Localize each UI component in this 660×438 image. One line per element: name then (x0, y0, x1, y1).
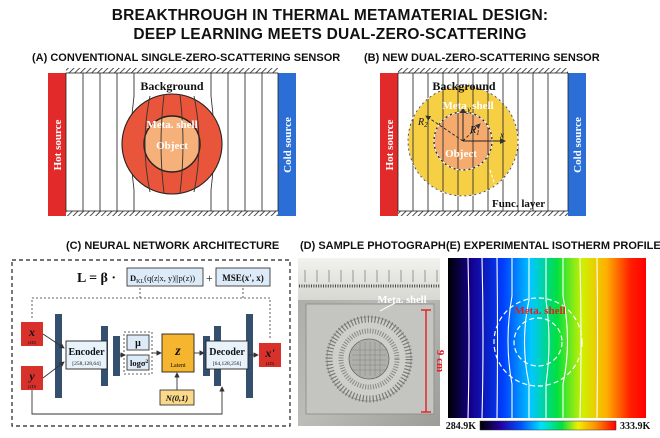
mu-box (126, 334, 150, 351)
decoder-label: Decoder (209, 347, 245, 358)
background-label-a: Background (140, 79, 203, 93)
hot-source-label-b: Hot source (384, 119, 396, 170)
scale-label: 9 cm (434, 350, 446, 372)
ruler (298, 258, 440, 300)
latent-z: z (174, 344, 181, 359)
thermal-image (448, 258, 646, 418)
decoder-dims: [64,128,256] (213, 361, 242, 367)
kl-term-box (126, 267, 204, 287)
shell-outline-outer (493, 297, 583, 387)
colorbar (479, 420, 617, 431)
prior-label: N(0,1) (165, 393, 189, 403)
shell-label-b: Meta. shell (442, 100, 493, 112)
encoder-box (65, 340, 108, 370)
background-label-b: Background (432, 79, 495, 93)
main-title-line-2: DEEP LEARNING MEETS DUAL-ZERO-SCATTERING (133, 26, 527, 43)
panel-e-label: (E) EXPERIMENTAL ISOTHERM PROFILE (446, 240, 660, 252)
encoder-label: Encoder (68, 347, 105, 358)
loss-prefix: L = β · (77, 271, 116, 286)
mse-term: MSE(x', x) (222, 273, 264, 283)
panel-a-diagram: Background Meta. shell Object Hot source… (48, 68, 296, 216)
shell-label-a: Meta. shell (146, 119, 197, 131)
svg-text:(4D): (4D) (28, 340, 37, 345)
panel-e-thermal: Meta. shell 284.9K 333.9K (446, 257, 651, 432)
latent-label: Latent (170, 363, 186, 369)
cold-source-bar (278, 73, 296, 216)
logvar-box (126, 354, 150, 371)
thermal-shell-label: Meta. shell (514, 305, 565, 317)
output-x: x' (264, 346, 275, 360)
r1-label: R1 (469, 125, 480, 137)
hot-source-bar (48, 73, 66, 216)
isotherm-lines-b (412, 73, 549, 211)
kl-term: DKL(q(z|x, y)||p(z)) (130, 273, 195, 285)
bottom-insulation (66, 211, 278, 216)
cold-source-bar-b (568, 73, 586, 216)
axis-x-label: x (499, 130, 504, 140)
hot-source-label-a: Hot source (52, 119, 64, 170)
mu-label: μ (135, 338, 141, 349)
loss-plus: + (206, 271, 213, 285)
photo-shell-label: Meta. shell (378, 295, 427, 306)
cold-source-label-a: Cold source (282, 117, 294, 173)
input-x-box (21, 322, 43, 346)
panel-a-label: (A) CONVENTIONAL SINGLE-ZERO-SCATTERING … (32, 52, 341, 64)
network-frame (11, 259, 291, 427)
logvar-label: logσ2 (130, 358, 149, 368)
panel-b-label: (B) NEW DUAL-ZERO-SCATTERING SENSOR (364, 52, 600, 64)
object-label-b: Object (445, 148, 477, 160)
panel-d-label: (D) SAMPLE PHOTOGRAPH (300, 240, 446, 252)
panel-c-label: (C) NEURAL NETWORK ARCHITECTURE (66, 240, 280, 252)
input-y-box (21, 366, 43, 390)
axis-y-label: y (466, 104, 471, 114)
encoder-dims: [258,128,64] (72, 361, 101, 367)
shell-outline-inner (513, 317, 563, 367)
panel-b-diagram: Background Meta. shell Object R2 R1 x y … (380, 68, 586, 216)
svg-text:(4D): (4D) (266, 361, 275, 366)
colorbar-min: 284.9K (446, 421, 477, 432)
r2-label: R2 (417, 117, 428, 129)
input-x: x (28, 325, 35, 339)
panel-c-network: L = β · DKL(q(z|x, y)||p(z)) + MSE(x', x… (11, 259, 291, 427)
experimental-isotherms (467, 257, 599, 419)
shell-pattern-outer (325, 315, 413, 403)
hot-source-bar-b (380, 73, 398, 216)
mse-term-box (215, 267, 271, 287)
output-box (259, 343, 281, 367)
main-title-line-1: BREAKTHROUGH IN THERMAL METAMATERIAL DES… (111, 7, 549, 24)
input-y: y (27, 369, 35, 383)
object-a (143, 115, 201, 173)
object-label-a: Object (156, 140, 188, 152)
cold-source-label-b: Cold source (572, 117, 584, 173)
svg-text:(2D): (2D) (28, 384, 37, 389)
latent-box (161, 333, 195, 373)
top-insulation (66, 68, 278, 73)
panel-d-photo: Meta. shell 9 cm (298, 258, 446, 426)
func-layer-label: Func. layer (492, 198, 545, 210)
colorbar-max: 333.9K (620, 421, 651, 432)
